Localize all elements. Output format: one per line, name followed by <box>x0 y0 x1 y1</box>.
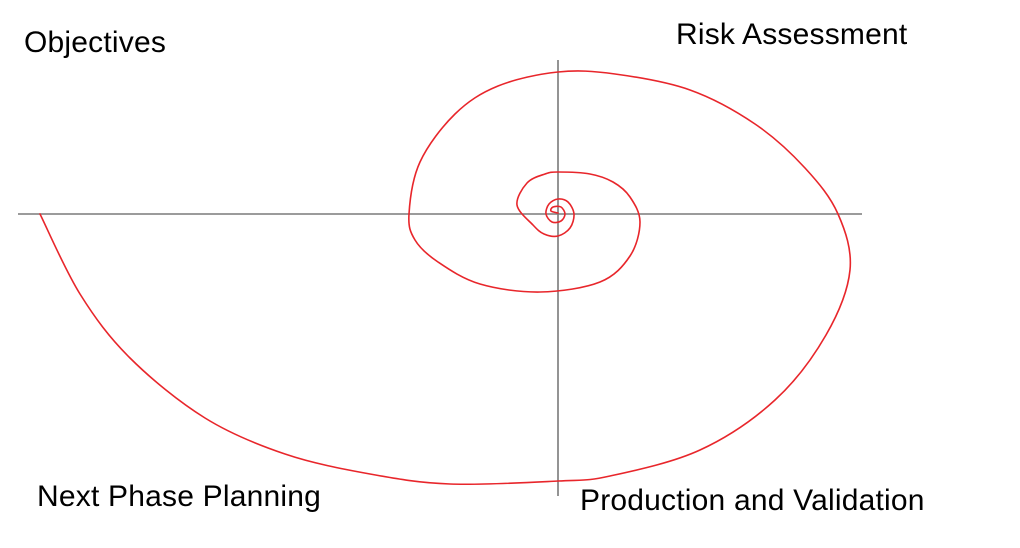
production-and-validation-label: Production and Validation <box>580 484 925 517</box>
risk-assessment-label: Risk Assessment <box>676 18 908 51</box>
next-phase-planning-label: Next Phase Planning <box>37 480 321 513</box>
objectives-label: Objectives <box>24 26 167 59</box>
spiral-curve <box>39 70 852 486</box>
